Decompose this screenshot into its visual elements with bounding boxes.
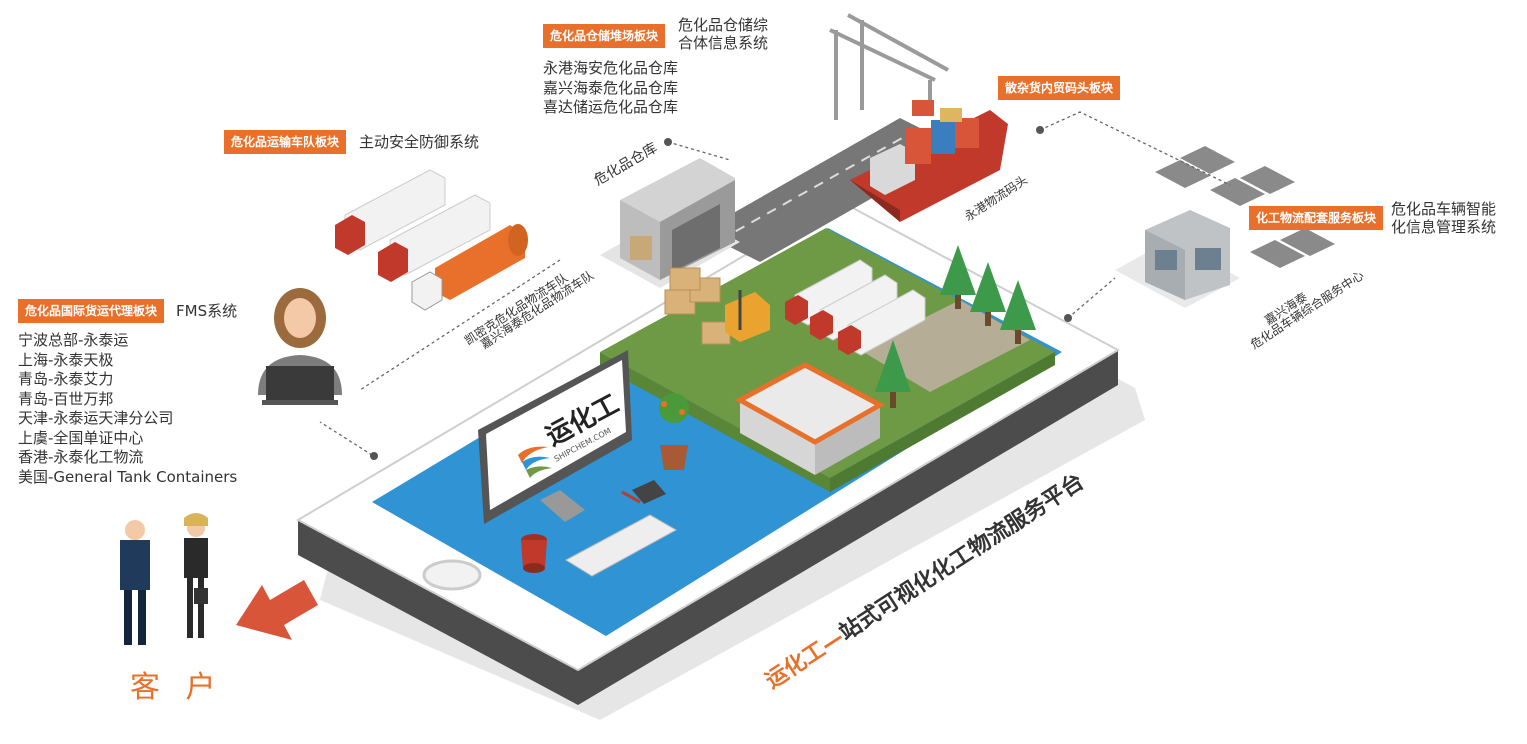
service-tiles bbox=[1155, 146, 1335, 268]
customer-label: 客 户 bbox=[130, 670, 224, 705]
fleet-truck-1 bbox=[335, 169, 446, 255]
service-center-building bbox=[1115, 210, 1240, 308]
tanker-truck bbox=[411, 224, 528, 311]
tag-logistics-service: 化工物流配套服务板块 bbox=[1249, 206, 1384, 230]
mug bbox=[521, 534, 547, 573]
list-item: 青岛-永泰艾力 bbox=[18, 370, 114, 388]
central-building bbox=[734, 362, 886, 475]
hazmat-warehouse bbox=[600, 158, 740, 288]
tag-bulk-terminal: 散杂货内贸码头板块 bbox=[998, 76, 1121, 100]
port-crane bbox=[829, 13, 949, 120]
list-warehouse-storage: 永港海安危化品仓库 嘉兴海泰危化品仓库 喜达储运危化品仓库 bbox=[543, 59, 678, 118]
cargo-boxes bbox=[664, 267, 731, 345]
shipchem-logo bbox=[518, 446, 552, 478]
parked-truck-3 bbox=[838, 289, 926, 356]
tag-warehouse-storage: 危化品仓储堆场板块 bbox=[543, 24, 666, 48]
list-item: 宁波总部-永泰运 bbox=[18, 331, 129, 349]
title-warehouse-storage-line2: 合体信息系统 bbox=[678, 34, 769, 52]
customer-arrow bbox=[236, 580, 318, 640]
customer-man bbox=[120, 520, 150, 645]
crane-container bbox=[912, 100, 934, 116]
road-line bbox=[719, 127, 921, 241]
title-warehouse-storage: 危化品仓储综 合体信息系统 bbox=[678, 16, 768, 52]
potted-plant bbox=[659, 393, 689, 470]
list-item: 嘉兴海泰危化品仓库 bbox=[543, 78, 679, 97]
customer-woman bbox=[184, 513, 208, 638]
title-logistics-service: 危化品车辆智能 化信息管理系统 bbox=[1391, 200, 1496, 236]
tag-transport-fleet: 危化品运输车队板块 bbox=[224, 130, 347, 154]
list-item: 天津-永泰运天津分公司 bbox=[18, 409, 174, 427]
home-button bbox=[422, 559, 482, 591]
cargo-ship bbox=[850, 108, 1008, 222]
list-item: 上海-永泰天极 bbox=[18, 350, 114, 369]
title-logistics-service-line1: 危化品车辆智能 bbox=[1391, 200, 1497, 218]
list-item: 喜达储运危化品仓库 bbox=[543, 98, 679, 116]
list-item: 青岛-百世万邦 bbox=[18, 389, 114, 408]
title-logistics-service-line2: 化信息管理系统 bbox=[1391, 218, 1497, 236]
trees bbox=[875, 245, 1036, 408]
list-item: 永港海安危化品仓库 bbox=[543, 59, 679, 77]
title-transport-fleet: 主动安全防御系统 bbox=[359, 133, 480, 151]
operator bbox=[258, 288, 342, 405]
island-side-left bbox=[600, 352, 830, 492]
grass-island-side bbox=[830, 352, 1055, 492]
tag-freight-agency: 危化品国际货运代理板块 bbox=[18, 299, 165, 323]
phone bbox=[632, 480, 666, 504]
list-freight-agency: 宁波总部-永泰运 上海-永泰天极 青岛-永泰艾力 青岛-百世万邦 天津-永泰运天… bbox=[18, 331, 237, 487]
title-freight-agency: FMS系统 bbox=[176, 302, 238, 320]
list-item: 香港-永泰化工物流 bbox=[18, 448, 144, 466]
connector-dots bbox=[370, 126, 1072, 460]
list-item: 美国-General Tank Containers bbox=[18, 467, 238, 486]
keyboard bbox=[564, 514, 678, 577]
connector-lines bbox=[319, 111, 1231, 456]
pen bbox=[621, 490, 641, 504]
monitor bbox=[478, 350, 632, 524]
forklift bbox=[725, 290, 770, 342]
list-item: 上虞-全国单证中心 bbox=[18, 428, 144, 447]
title-warehouse-storage-line1: 危化品仓储综 bbox=[678, 16, 769, 34]
fleet-truck-2 bbox=[378, 194, 491, 282]
